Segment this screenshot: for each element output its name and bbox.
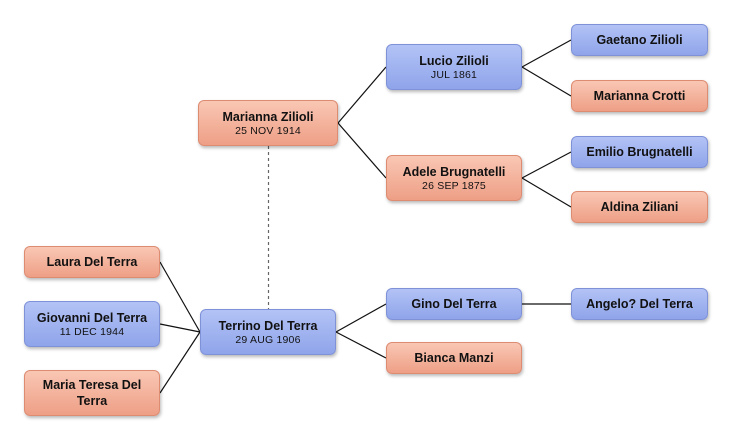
person-name: Giovanni Del Terra: [36, 310, 148, 325]
person-marianna-crotti[interactable]: Marianna Crotti: [571, 80, 708, 112]
person-name: Aldina Ziliani: [600, 200, 679, 214]
person-bianca-manzi[interactable]: Bianca Manzi: [386, 342, 522, 374]
person-name: Lucio Zilioli: [419, 53, 489, 68]
person-name: Bianca Manzi: [414, 351, 494, 365]
child-link-giovanni-del-terra: [159, 323, 201, 333]
person-name: Maria Teresa Del Terra: [42, 378, 142, 408]
parent-link-adele-brugnatelli-to-aldina-ziliani: [521, 177, 572, 208]
person-name: Marianna Zilioli: [222, 109, 314, 124]
person-date: 26 SEP 1875: [422, 179, 486, 192]
parent-link-lucio-zilioli-to-gaetano-zilioli: [521, 39, 572, 68]
person-name: Emilio Brugnatelli: [586, 145, 693, 159]
person-name: Adele Brugnatelli: [402, 164, 506, 179]
person-emilio-brugnatelli[interactable]: Emilio Brugnatelli: [571, 136, 708, 168]
person-gino-del-terra[interactable]: Gino Del Terra: [386, 288, 522, 320]
child-link-laura-del-terra: [159, 261, 201, 333]
person-aldina-ziliani[interactable]: Aldina Ziliani: [571, 191, 708, 223]
parent-link-terrino-del-terra-to-gino-del-terra: [335, 303, 387, 333]
person-date: 11 DEC 1944: [59, 325, 125, 338]
person-gaetano-zilioli[interactable]: Gaetano Zilioli: [571, 24, 708, 56]
parent-link-marianna-zilioli-to-adele-brugnatelli: [337, 122, 387, 179]
parent-link-lucio-zilioli-to-marianna-crotti: [521, 66, 572, 97]
child-link-maria-teresa-del-terra: [159, 331, 201, 394]
person-laura-del-terra[interactable]: Laura Del Terra: [24, 246, 160, 278]
person-name: Terrino Del Terra: [218, 318, 318, 333]
parent-link-adele-brugnatelli-to-emilio-brugnatelli: [521, 151, 572, 179]
person-name: Gaetano Zilioli: [596, 33, 683, 47]
person-date: 25 NOV 1914: [235, 124, 301, 137]
person-angelo-del-terra[interactable]: Angelo? Del Terra: [571, 288, 708, 320]
person-date: JUL 1861: [430, 68, 478, 81]
parent-link-marianna-zilioli-to-lucio-zilioli: [337, 66, 387, 124]
person-name: Laura Del Terra: [46, 255, 138, 269]
person-name: Marianna Crotti: [593, 89, 686, 103]
person-maria-teresa-del-terra[interactable]: Maria Teresa Del Terra: [24, 370, 160, 416]
person-name: Gino Del Terra: [411, 297, 497, 311]
person-date: 29 AUG 1906: [235, 333, 301, 346]
person-name: Angelo? Del Terra: [586, 297, 693, 311]
parent-link-terrino-del-terra-to-bianca-manzi: [335, 331, 387, 359]
